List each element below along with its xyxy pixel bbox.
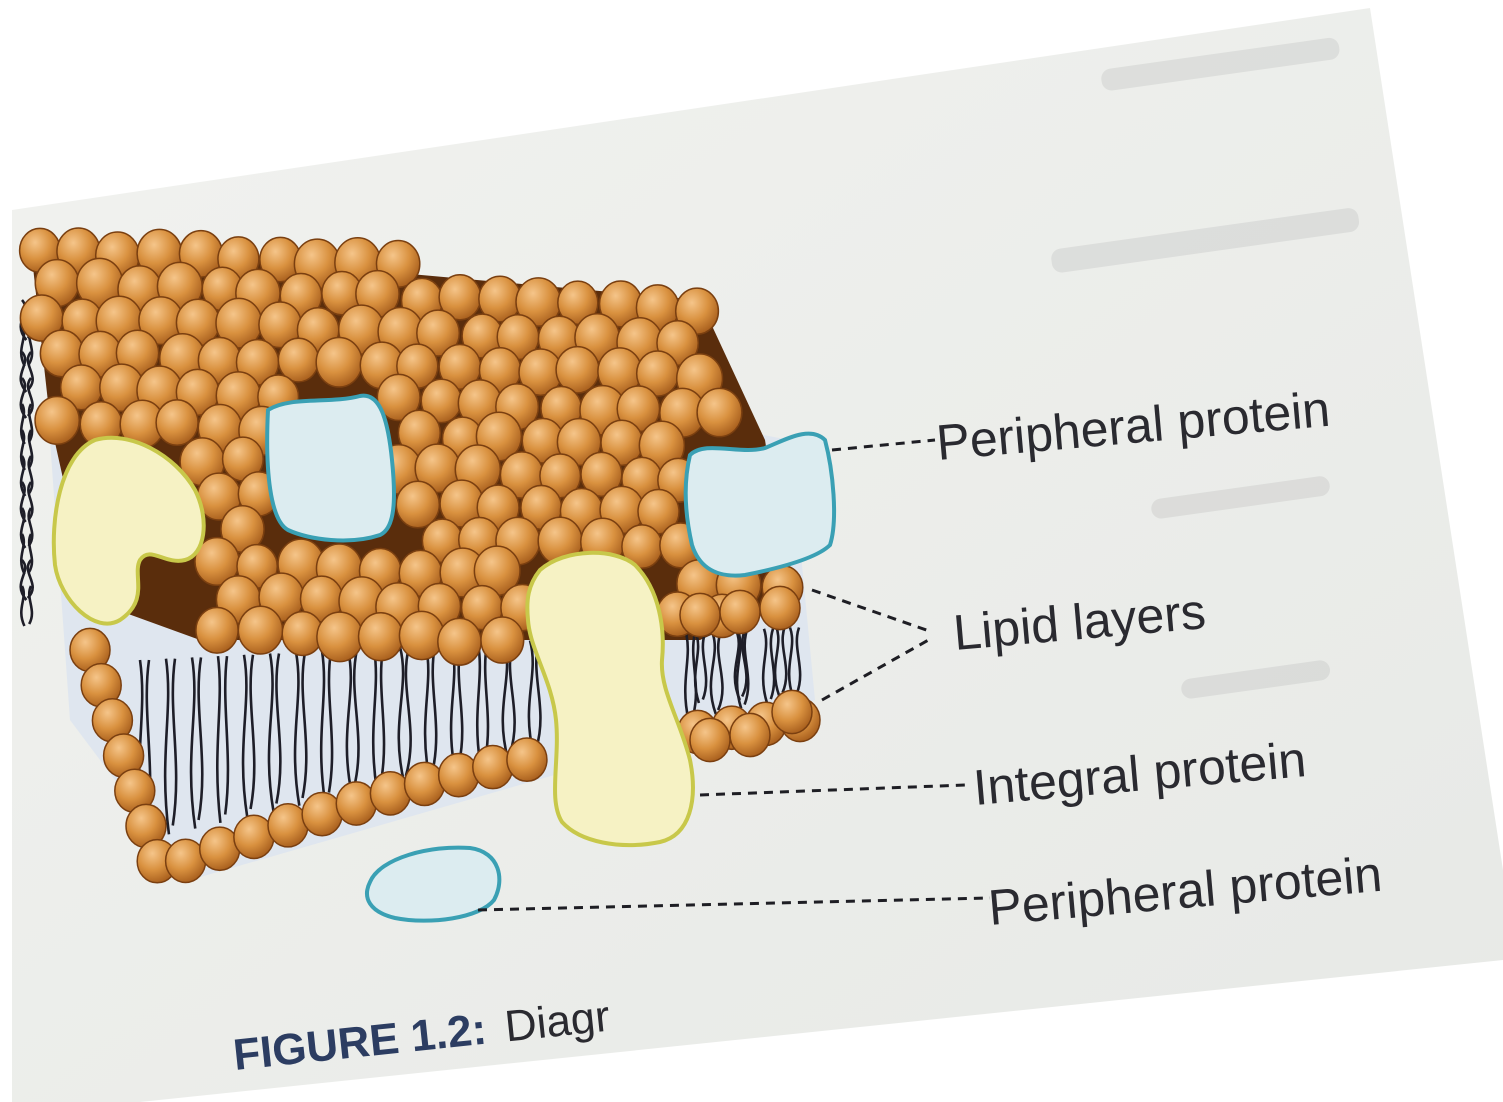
lipid-head: [156, 400, 198, 445]
lipid-head-edge: [720, 590, 760, 633]
lipid-head: [35, 396, 79, 444]
lipid-head-edge: [730, 713, 770, 756]
lipid-head: [316, 338, 362, 388]
lipid-head-lower: [473, 745, 513, 788]
lipid-head: [399, 611, 444, 659]
lipid-head-lower: [507, 738, 547, 781]
lipid-head: [238, 606, 282, 654]
lipid-head: [481, 617, 524, 663]
lipid-head-edge: [760, 586, 800, 629]
lipid-head: [196, 607, 238, 653]
lipid-head-lower: [405, 762, 445, 805]
peripheral-protein-top-left: [267, 396, 394, 541]
lipid-head: [697, 388, 742, 436]
peripheral-protein-top-right: [686, 434, 834, 576]
lipid-head-edge: [772, 690, 812, 733]
lipid-head: [438, 618, 481, 665]
lipid-head: [359, 613, 403, 661]
lipid-head-edge: [690, 718, 730, 761]
lipid-head-lower: [370, 772, 410, 815]
lipid-head: [317, 612, 363, 661]
lipid-head-edge: [680, 593, 720, 636]
lipid-head-lower: [439, 754, 479, 797]
lipid-head: [396, 481, 439, 527]
